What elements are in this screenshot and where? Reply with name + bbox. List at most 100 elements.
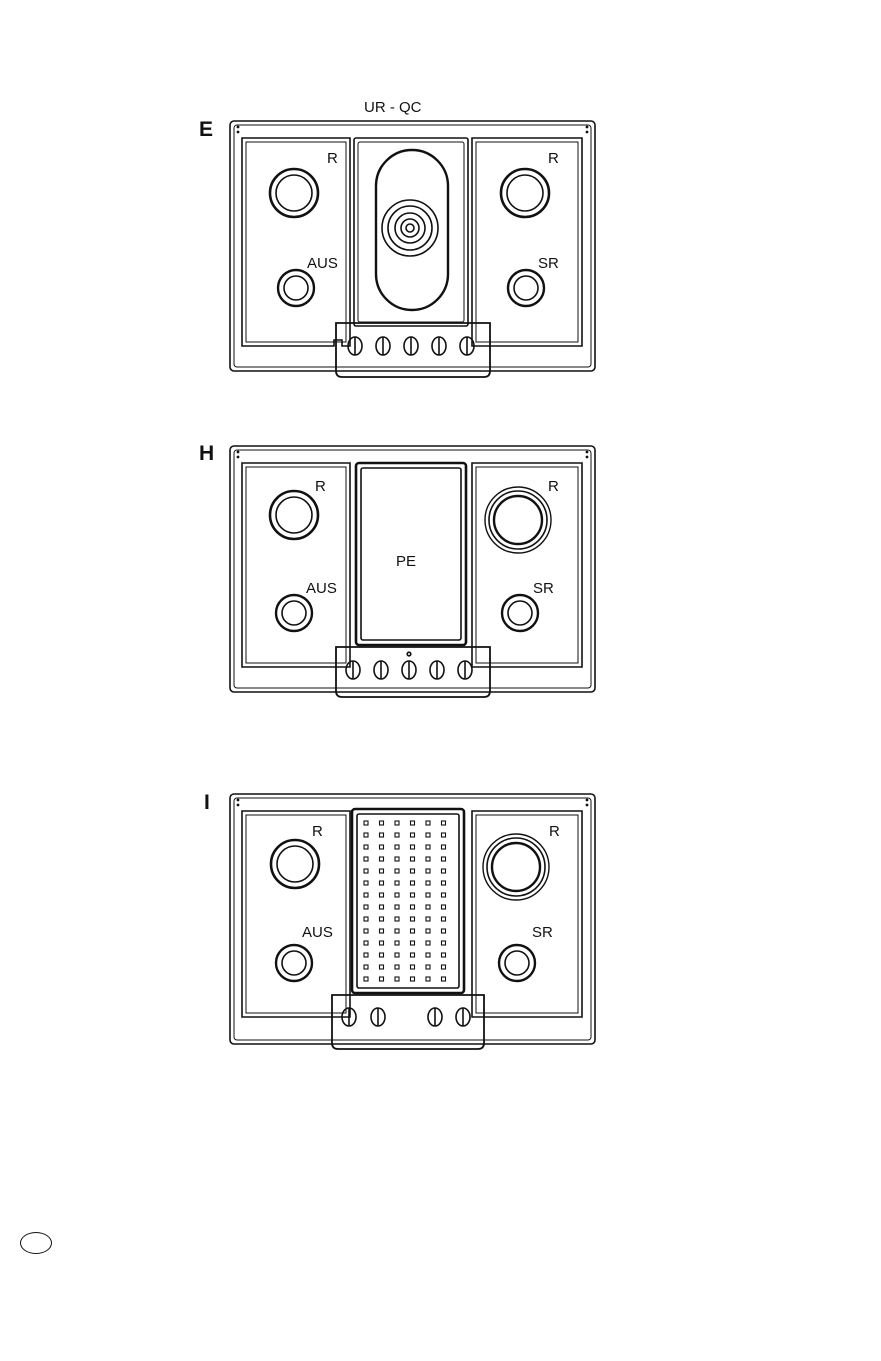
grill-hole <box>364 929 368 933</box>
grill-hole <box>426 833 430 837</box>
grill-hole <box>395 953 399 957</box>
label-r-left: R <box>315 479 326 494</box>
hob-i-drawing <box>190 791 610 1053</box>
burner-aus <box>276 945 312 981</box>
grill-plate <box>352 809 464 993</box>
grill-hole <box>395 869 399 873</box>
grill-hole <box>380 941 384 945</box>
burner-r-right-large <box>485 487 551 553</box>
grill-hole <box>395 881 399 885</box>
grill-hole <box>442 869 446 873</box>
grill-hole <box>442 893 446 897</box>
burner-r-right-large <box>483 834 549 900</box>
grill-hole <box>364 881 368 885</box>
burner-r-left <box>270 169 318 217</box>
grill-hole <box>364 941 368 945</box>
grill-hole <box>442 857 446 861</box>
label-aus: AUS <box>302 925 333 940</box>
grill-hole <box>395 965 399 969</box>
grill-hole <box>364 977 368 981</box>
grill-hole <box>426 845 430 849</box>
grill-hole <box>442 881 446 885</box>
grill-hole <box>364 905 368 909</box>
grill-hole <box>395 929 399 933</box>
knob-1 <box>346 661 360 679</box>
label-r-right: R <box>548 479 559 494</box>
grill-hole <box>411 893 415 897</box>
burner-r-right <box>501 169 549 217</box>
grill-hole <box>411 857 415 861</box>
grill-hole <box>395 857 399 861</box>
grill-hole <box>426 869 430 873</box>
grill-hole <box>426 857 430 861</box>
burner-aus <box>276 595 312 631</box>
hob-h-drawing <box>190 443 610 705</box>
grill-hole <box>364 893 368 897</box>
burner-r-left <box>270 491 318 539</box>
grill-hole <box>380 929 384 933</box>
grill-hole <box>426 881 430 885</box>
knob-4 <box>430 661 444 679</box>
grill-hole <box>411 881 415 885</box>
knob-4 <box>432 337 446 355</box>
grill-hole <box>426 821 430 825</box>
hob-e-drawing <box>190 118 610 380</box>
grill-hole <box>411 965 415 969</box>
grill-hole <box>411 941 415 945</box>
grill-hole <box>442 965 446 969</box>
grill-hole <box>395 833 399 837</box>
grill-hole <box>395 845 399 849</box>
grill-hole <box>364 821 368 825</box>
grill-hole <box>364 833 368 837</box>
grill-hole <box>380 881 384 885</box>
knob-2 <box>376 337 390 355</box>
grill-hole <box>426 929 430 933</box>
grill-hole <box>395 941 399 945</box>
language-marker-circle <box>20 1232 52 1254</box>
grill-hole <box>364 845 368 849</box>
grill-hole <box>380 905 384 909</box>
grill-hole <box>380 917 384 921</box>
grill-hole <box>380 953 384 957</box>
grill-hole <box>411 977 415 981</box>
label-aus: AUS <box>307 256 338 271</box>
grill-hole <box>364 857 368 861</box>
knob-2 <box>371 1008 385 1026</box>
grill-hole <box>380 977 384 981</box>
grill-hole <box>380 845 384 849</box>
label-r-left: R <box>327 151 338 166</box>
label-pe: PE <box>396 554 416 569</box>
grill-hole <box>442 845 446 849</box>
grill-hole <box>411 833 415 837</box>
grill-holes <box>364 821 446 981</box>
grill-hole <box>380 965 384 969</box>
grill-hole <box>442 917 446 921</box>
label-r-left: R <box>312 824 323 839</box>
figure-h-hob: R AUS PE R SR <box>190 443 610 705</box>
label-r-right: R <box>549 824 560 839</box>
grill-hole <box>411 869 415 873</box>
label-sr: SR <box>538 256 559 271</box>
knob-3 <box>402 661 416 679</box>
grill-hole <box>364 869 368 873</box>
grill-hole <box>442 905 446 909</box>
grill-hole <box>395 977 399 981</box>
label-aus: AUS <box>306 581 337 596</box>
grill-hole <box>426 893 430 897</box>
grill-hole <box>411 905 415 909</box>
grill-hole <box>426 941 430 945</box>
knob-4 <box>456 1008 470 1026</box>
grill-hole <box>442 833 446 837</box>
grill-hole <box>411 953 415 957</box>
grill-hole <box>380 821 384 825</box>
grill-hole <box>380 857 384 861</box>
burner-sr <box>502 595 538 631</box>
grill-hole <box>442 929 446 933</box>
burner-r-left <box>271 840 319 888</box>
grill-hole <box>380 893 384 897</box>
grill-hole <box>442 821 446 825</box>
figure-e-title: UR - QC <box>364 100 422 115</box>
grill-hole <box>442 941 446 945</box>
grill-hole <box>411 821 415 825</box>
knob-5 <box>458 661 472 679</box>
